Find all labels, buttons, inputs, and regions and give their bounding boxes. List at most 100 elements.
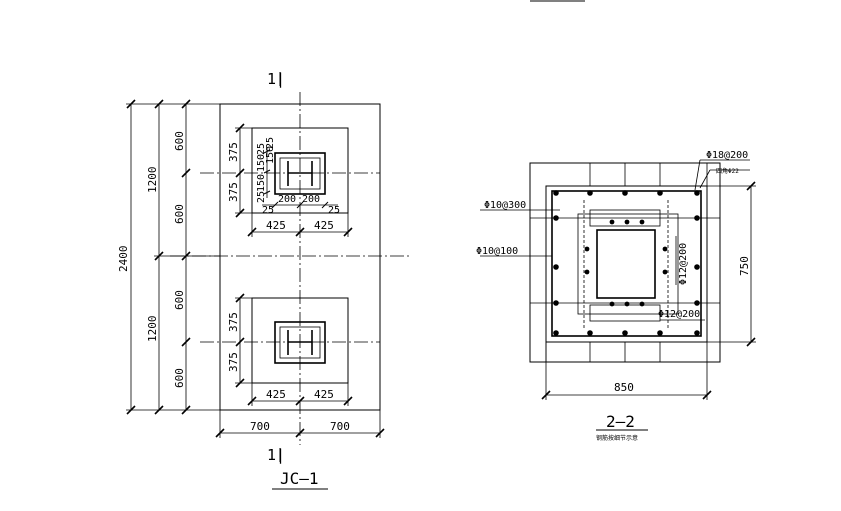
- leader-corner-arrow: [699, 169, 711, 189]
- steel-column-section: [596, 229, 656, 299]
- dim-plate-25a: 25: [256, 143, 267, 155]
- tick: [343, 396, 353, 406]
- tick: [247, 396, 257, 406]
- rebar-dot: [553, 330, 559, 336]
- section-mark-bottom: 1|: [267, 446, 285, 464]
- tick: [295, 227, 305, 237]
- dim-375-upper-top: 375: [227, 142, 240, 162]
- section-pier: [545, 185, 708, 343]
- tick: [154, 99, 164, 109]
- dim-1200-lower: 1200: [146, 316, 159, 343]
- rebar-dot: [553, 264, 559, 270]
- dim-425-lower-right: 425: [314, 388, 334, 401]
- dim-425-upper-right: 425: [314, 219, 334, 232]
- tick: [247, 227, 257, 237]
- rebar-dot-inner: [624, 301, 630, 307]
- tick: [746, 181, 756, 191]
- rebar-dot: [657, 190, 663, 196]
- dim-plate-25b: 25: [256, 191, 267, 203]
- tick: [126, 405, 136, 415]
- dim-plate-25-right: 25: [328, 205, 340, 216]
- dim-plate-200-right: 200: [302, 194, 320, 205]
- rebar-dot: [622, 330, 628, 336]
- tick: [296, 201, 304, 209]
- tick: [235, 293, 245, 303]
- dim-750: 750: [738, 256, 751, 276]
- tick: [295, 396, 305, 406]
- dim-600-2: 600: [173, 204, 186, 224]
- dim-425-lower-left: 425: [266, 388, 286, 401]
- plan-title: JC—1: [280, 469, 319, 488]
- dim-600-3: 600: [173, 290, 186, 310]
- rebar-dot: [553, 300, 559, 306]
- dim-700-right: 700: [330, 420, 350, 433]
- rebar-dot-inner: [624, 219, 630, 225]
- section-2-2: Φ18@200 四角Φ22 Φ10@300 Φ10@100 Φ12@200 Φ1…: [476, 150, 756, 442]
- dim-plate-25c: 25: [265, 137, 276, 149]
- tick: [263, 190, 271, 195]
- tick: [235, 168, 245, 178]
- dim-1200-upper: 1200: [146, 167, 159, 194]
- rebar-dot: [587, 190, 593, 196]
- tick: [375, 428, 385, 438]
- tick: [271, 201, 279, 209]
- inner-tie: [577, 213, 679, 315]
- rebar-dot: [694, 300, 700, 306]
- rebar-dot-inner: [609, 219, 615, 225]
- rebar-dot: [694, 330, 700, 336]
- section-mark-top: 1|: [267, 70, 285, 88]
- label-stirrup-b: Φ10@100: [476, 246, 518, 257]
- rebar-dot: [553, 215, 559, 221]
- inner-tie-bottom: [589, 304, 661, 322]
- label-stirrup-a: Φ10@300: [484, 200, 526, 211]
- tick: [746, 337, 756, 347]
- tick: [541, 390, 551, 400]
- dim-375-lower-top: 375: [227, 312, 240, 332]
- rebar-dot-inner: [584, 246, 590, 252]
- label-inner-v: Φ12@200: [678, 243, 689, 285]
- rebar-dot-inner: [609, 301, 615, 307]
- tick: [181, 99, 191, 109]
- tick: [215, 428, 225, 438]
- rebar-dot: [694, 264, 700, 270]
- tick: [343, 227, 353, 237]
- tick: [235, 123, 245, 133]
- tick: [154, 251, 164, 261]
- tick: [235, 378, 245, 388]
- tick: [181, 251, 191, 261]
- label-inner-h: Φ12@200: [658, 309, 700, 320]
- rebar-dot: [622, 190, 628, 196]
- dim-375-lower-bottom: 375: [227, 352, 240, 372]
- rebar-dot-inner: [639, 301, 645, 307]
- leader-top-arrow: [694, 159, 701, 191]
- rebar-dot-inner: [584, 269, 590, 275]
- tick: [181, 337, 191, 347]
- dim-375-upper-bottom: 375: [227, 182, 240, 202]
- rebar-dot-inner: [662, 246, 668, 252]
- dim-2400: 2400: [117, 246, 130, 273]
- dim-plate-150c: 150: [265, 146, 276, 164]
- dim-plate-150a: 150: [256, 154, 267, 172]
- dim-plate-25-left: 25: [262, 205, 274, 216]
- dim-600-1: 600: [173, 131, 186, 151]
- tick: [702, 390, 712, 400]
- tick: [235, 337, 245, 347]
- section-title: 2—2: [606, 412, 635, 431]
- rebar-dot-inner: [639, 219, 645, 225]
- rebar-dot-inner: [662, 269, 668, 275]
- tick: [263, 149, 271, 154]
- rebar-dot: [657, 330, 663, 336]
- tick: [154, 405, 164, 415]
- dim-700-left: 700: [250, 420, 270, 433]
- tick: [181, 168, 191, 178]
- rebar-dot: [694, 190, 700, 196]
- rebar-dot: [587, 330, 593, 336]
- tick: [295, 428, 305, 438]
- dim-850: 850: [614, 381, 634, 394]
- label-top-bar: Φ18@200: [706, 150, 748, 161]
- dim-plate-150b: 150: [256, 174, 267, 192]
- tick: [181, 405, 191, 415]
- tick: [263, 169, 271, 174]
- rebar-dot: [553, 190, 559, 196]
